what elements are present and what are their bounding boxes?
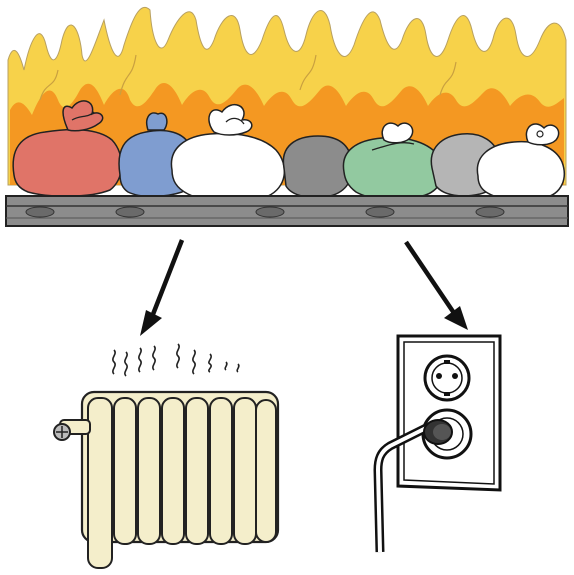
arrow-icon: [140, 240, 182, 336]
arrow-icon: [406, 242, 468, 330]
heat-waves-icon: [113, 344, 239, 376]
garbage-bag-icon: [283, 136, 352, 198]
power-socket-icon: [398, 336, 500, 490]
radiator-icon: [54, 392, 278, 568]
conveyor-belt-icon: [6, 196, 568, 226]
